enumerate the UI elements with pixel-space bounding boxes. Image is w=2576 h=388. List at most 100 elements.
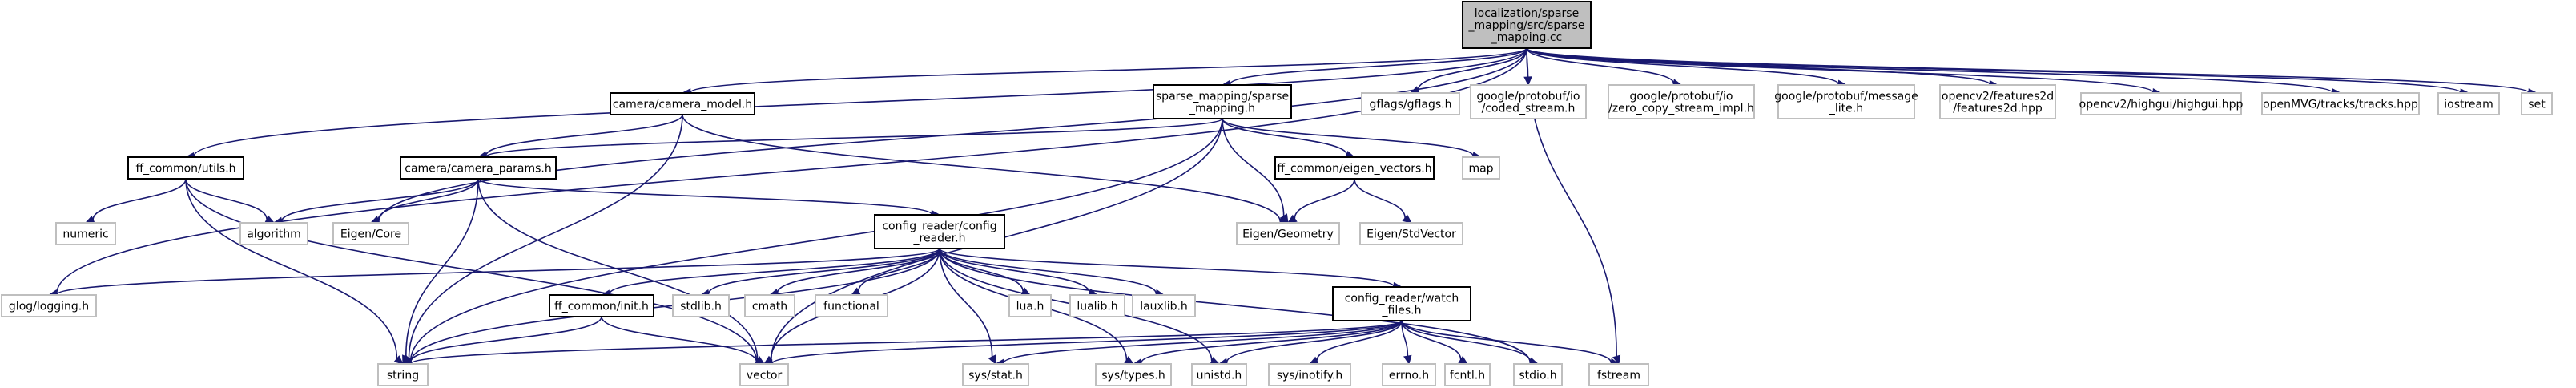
edge-line bbox=[1526, 47, 2154, 94]
node-lua: lua.h bbox=[1008, 294, 1052, 317]
node-stdlib: stdlib.h bbox=[672, 294, 730, 317]
node-unistd: unistd.h bbox=[1191, 363, 1247, 386]
node-label: _lite.h bbox=[1829, 103, 1863, 115]
edge-line bbox=[405, 178, 479, 357]
node-main[interactable]: localization/sparse_mapping/src/sparse_m… bbox=[1462, 1, 1592, 49]
node-set: set bbox=[2521, 92, 2553, 115]
edge-eigen-vectors-to-eigen-stdvector bbox=[1354, 178, 1412, 224]
node-label: sys/stat.h bbox=[968, 370, 1023, 382]
edge-line bbox=[776, 248, 940, 293]
edge-sparse-mapping-h-to-camera-params bbox=[477, 118, 1223, 161]
node-label: algorithm bbox=[247, 228, 301, 241]
node-label: errno.h bbox=[1389, 370, 1429, 382]
edge-line bbox=[1226, 320, 1403, 362]
edge-sparse-mapping-h-to-map bbox=[1222, 118, 1483, 160]
node-label: _files.h bbox=[1382, 305, 1422, 317]
node-label: glog/logging.h bbox=[9, 301, 89, 313]
node-label: _mapping.cc bbox=[1491, 31, 1562, 44]
edge-line bbox=[485, 114, 683, 156]
node-label: numeric bbox=[62, 228, 108, 241]
node-box bbox=[127, 156, 244, 180]
node-eigen-core: Eigen/Core bbox=[332, 222, 409, 245]
node-camera-model[interactable]: camera/camera_model.h bbox=[610, 92, 755, 115]
node-box bbox=[549, 294, 654, 317]
node-box bbox=[1268, 363, 1351, 386]
node-numeric: numeric bbox=[55, 222, 116, 245]
node-label: opencv2/highgui/highgui.hpp bbox=[2079, 99, 2244, 111]
node-label: _mapping/src/sparse bbox=[1468, 19, 1585, 32]
node-tracks: openMVG/tracks/tracks.hpp bbox=[2261, 92, 2420, 115]
edge-arrowhead bbox=[988, 354, 996, 366]
node-eigen-vectors[interactable]: ff_common/eigen_vectors.h bbox=[1274, 156, 1435, 180]
node-highgui: opencv2/highgui/highgui.hpp bbox=[2079, 92, 2244, 115]
edge-line bbox=[185, 178, 758, 362]
node-label: ff_common/utils.h bbox=[135, 163, 235, 176]
node-functional: functional bbox=[815, 294, 888, 317]
node-watch-files[interactable]: config_reader/watch_files.h bbox=[1332, 286, 1471, 321]
node-box bbox=[1939, 84, 2056, 119]
edge-line bbox=[609, 248, 940, 295]
node-label: Eigen/Geometry bbox=[1242, 228, 1334, 241]
node-ff-init[interactable]: ff_common/init.h bbox=[549, 294, 654, 317]
node-box bbox=[744, 294, 795, 317]
node-label: stdlib.h bbox=[680, 301, 722, 313]
node-coded-stream: google/protobuf/io/coded_stream.h bbox=[1470, 84, 1587, 119]
node-box bbox=[2437, 92, 2500, 115]
edge-line bbox=[939, 248, 1157, 294]
edge-line bbox=[1526, 47, 2530, 94]
node-box bbox=[1069, 294, 1125, 317]
edge-line bbox=[1526, 47, 1839, 85]
node-label: map bbox=[1468, 163, 1493, 176]
node-iostream: iostream bbox=[2437, 92, 2500, 115]
edge-ff-utils-to-numeric bbox=[84, 178, 187, 224]
node-camera-params[interactable]: camera/camera_params.h bbox=[400, 156, 557, 180]
node-label: opencv2/features2d bbox=[1942, 91, 2054, 103]
edge-line bbox=[1222, 118, 1285, 216]
node-box bbox=[239, 222, 308, 245]
node-label: google/protobuf/io bbox=[1477, 91, 1580, 103]
node-label: config_reader/config bbox=[882, 220, 996, 233]
node-eigen-geometry: Eigen/Geometry bbox=[1236, 222, 1340, 245]
node-box bbox=[1236, 222, 1340, 245]
node-label: set bbox=[2528, 99, 2546, 111]
node-lauxlib: lauxlib.h bbox=[1132, 294, 1196, 317]
node-box bbox=[1777, 84, 1915, 119]
edge-line bbox=[1003, 320, 1403, 364]
node-label: sys/inotify.h bbox=[1277, 370, 1343, 382]
node-sparse-mapping-h[interactable]: sparse_mapping/sparse_mapping.h bbox=[1153, 84, 1292, 119]
node-box bbox=[1359, 222, 1463, 245]
edge-line bbox=[1294, 178, 1355, 219]
edge-line bbox=[185, 178, 398, 359]
node-vector: vector bbox=[739, 363, 789, 386]
node-label: ff_common/init.h bbox=[554, 301, 649, 313]
node-box bbox=[377, 363, 429, 386]
edge-line bbox=[280, 178, 479, 222]
edge-watch-files-to-string bbox=[401, 320, 1403, 368]
node-label: config_reader/watch bbox=[1345, 293, 1459, 305]
edge-camera-model-to-camera-params bbox=[477, 114, 683, 160]
node-label: cmath bbox=[752, 301, 787, 313]
node-box bbox=[2261, 92, 2420, 115]
node-box bbox=[1608, 84, 1755, 119]
edge-line bbox=[1526, 47, 1675, 83]
node-box bbox=[739, 363, 789, 386]
edge-camera-params-to-string bbox=[402, 178, 479, 366]
node-label: localization/sparse bbox=[1475, 7, 1579, 20]
edge-line bbox=[409, 316, 602, 362]
node-label: functional bbox=[823, 301, 879, 313]
node-config-reader[interactable]: config_reader/config_reader.h bbox=[874, 214, 1005, 249]
node-ff-utils[interactable]: ff_common/utils.h bbox=[127, 156, 244, 180]
edge-arrowhead bbox=[1612, 354, 1621, 366]
edge-line bbox=[1401, 320, 1532, 362]
node-box bbox=[1361, 92, 1460, 115]
node-box bbox=[874, 214, 1005, 249]
node-label: sparse_mapping/sparse bbox=[1156, 91, 1289, 103]
edge-line bbox=[939, 248, 1091, 293]
edge-arrowhead bbox=[1403, 354, 1412, 366]
node-box bbox=[1382, 363, 1436, 386]
node-label: google/protobuf/io bbox=[1630, 91, 1733, 103]
node-box bbox=[2521, 92, 2553, 115]
edge-line bbox=[1401, 320, 1612, 363]
node-label: sys/types.h bbox=[1101, 370, 1165, 382]
node-gflags: gflags/gflags.h bbox=[1361, 92, 1460, 115]
